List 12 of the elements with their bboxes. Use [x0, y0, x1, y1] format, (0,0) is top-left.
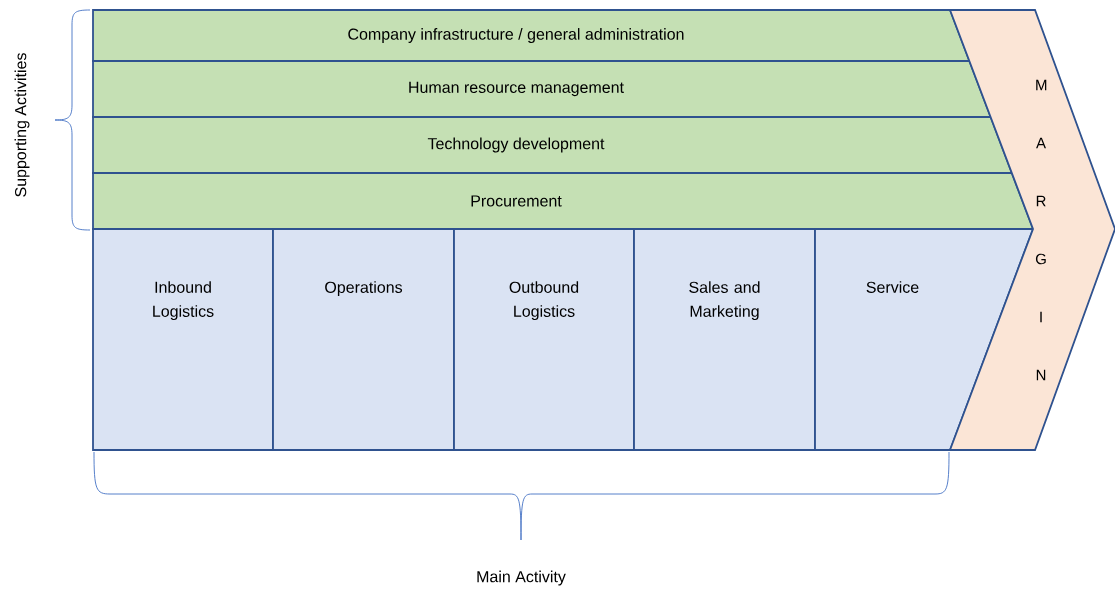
margin-chevron: M A R G I N [948, 9, 1115, 451]
activity-box: Outbound Logistics [453, 228, 635, 451]
activity-box: Service [814, 228, 1035, 451]
activity-band: Technology development [92, 116, 1014, 174]
activity-band: Company infrastructure / general administration [92, 9, 971, 62]
activity-band: Procurement [92, 172, 1035, 230]
activity-box: Inbound Logistics [92, 228, 274, 451]
activity-box: Operations [272, 228, 455, 451]
activity-band: Human resource management [92, 60, 992, 118]
axis-label: Supporting Activities [14, 53, 30, 197]
activity-box: Sales and Marketing [633, 228, 816, 451]
axis-label: Main Activity [477, 570, 566, 586]
